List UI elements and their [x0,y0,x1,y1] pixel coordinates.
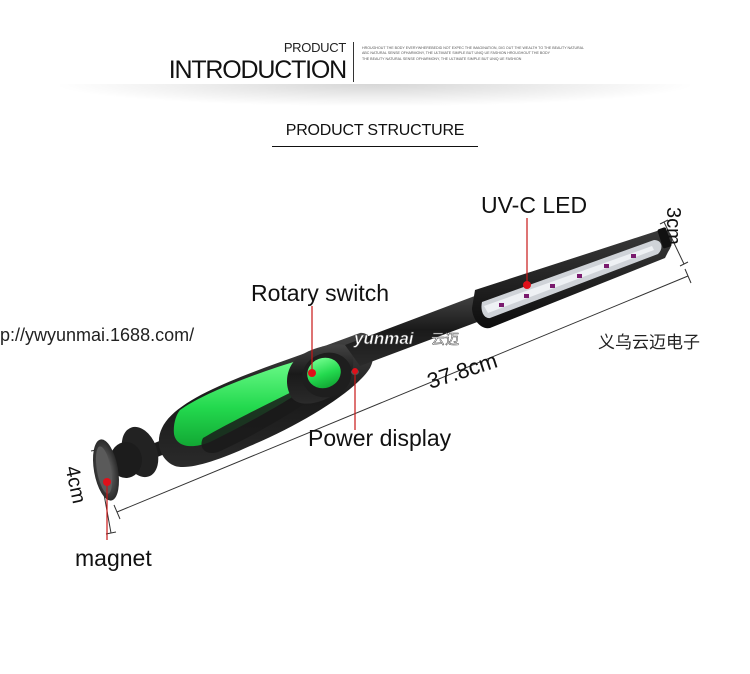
magnet-dimension-tick [105,531,117,535]
magnet-label: magnet [75,545,152,571]
head-dimension-label: 3cm [662,207,684,245]
led-dot [577,274,582,278]
length-dimension-line [116,275,689,513]
section-title: PRODUCT STRUCTURE [272,122,478,147]
led-dot [524,294,529,298]
uv-head-cap [657,227,672,249]
callouts [106,218,528,540]
magnet-assembly [93,426,168,501]
handle [158,294,488,468]
header-divider [353,42,354,82]
callout-markers [103,281,531,486]
length-dimension-tick [684,268,692,284]
led-dot [499,303,504,307]
led-dot [631,254,636,258]
header-description-line: hroughout the body everywherebedid not e… [362,46,585,50]
header-description-line: the beauty natural sense ofharmony, the … [362,56,522,61]
watermark-logo: yunmai 云迈 [353,329,460,349]
magnet-marker-dot [103,478,111,486]
uv-head [472,227,673,329]
header-product-text: PRODUCT [283,40,346,55]
led-row [499,254,636,307]
handle-grip-insert [201,387,310,454]
logo-text: yunmai [353,329,415,348]
head-dimension-line [663,221,685,265]
power-display-label: Power display [308,425,452,451]
handle-grip-green [173,359,318,447]
led-dot [550,284,555,288]
header-description-line: abc natural sense ofharmony, the ultimat… [362,51,551,56]
dimension-lines [90,219,692,535]
head-dimension-tick [659,219,669,225]
header-introduction-text: INTRODUCTION [168,56,347,84]
rotary-marker-dot [308,369,316,377]
logo-text-cn: 云迈 [431,332,459,348]
brand-name-cn: 义乌云迈电子 [598,333,700,352]
neck [345,294,488,366]
head-dimension-tick [679,261,689,267]
uvc-led-label: UV-C LED [481,192,588,218]
length-dimension-tick [113,504,121,520]
uvc-marker-dot [523,281,531,289]
rotary-switch-label: Rotary switch [251,280,390,306]
watermark-url: p://ywyunmai.1688.com/ [0,325,195,345]
power-marker-dot [352,368,358,374]
led-dot [604,264,609,268]
rotary-switch-center [307,357,341,389]
header-description: hroughout the body everywherebedid not e… [362,46,622,62]
header-shadow [60,84,690,106]
